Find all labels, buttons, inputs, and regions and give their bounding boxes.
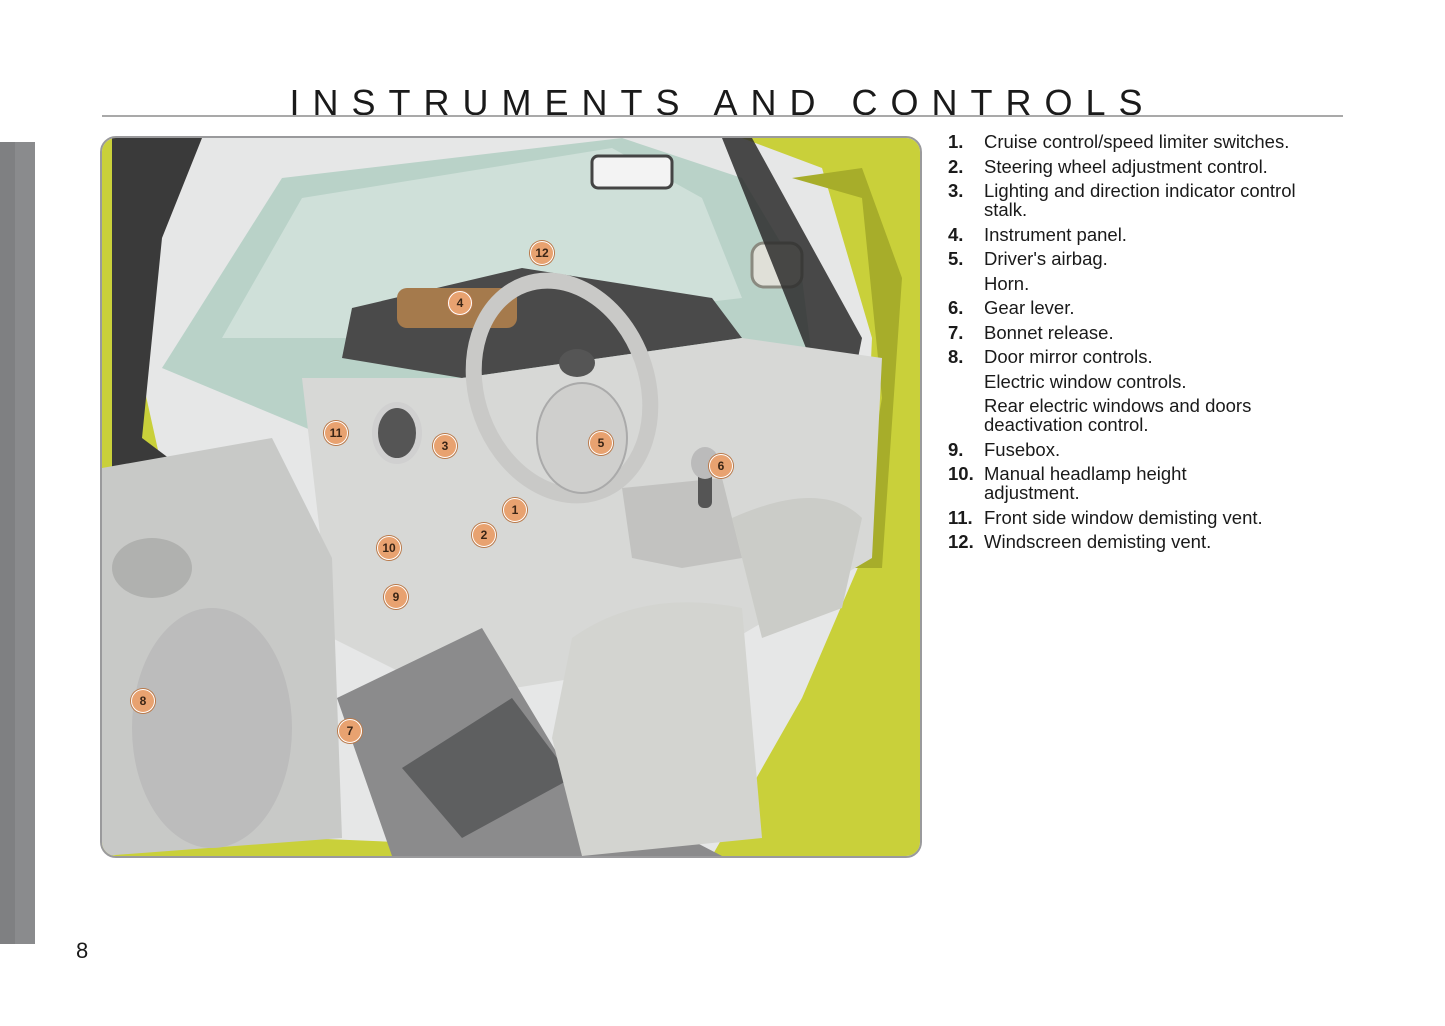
callout-4: 4 bbox=[448, 291, 472, 315]
page-number: 8 bbox=[76, 938, 89, 963]
item-text: Lighting and direction indicator control… bbox=[984, 180, 1296, 220]
item-text: Steering wheel adjustment control. bbox=[984, 155, 1268, 177]
legend-item: 4. Instrument panel. bbox=[948, 225, 1368, 244]
title-divider bbox=[102, 115, 1343, 117]
callout-9: 9 bbox=[384, 585, 408, 609]
controls-legend: 1. Cruise control/speed limiter switches.… bbox=[948, 132, 1368, 557]
item-number: 1. bbox=[948, 131, 964, 152]
callout-5: 5 bbox=[589, 431, 613, 455]
item-text: Driver's airbag. bbox=[984, 248, 1108, 269]
car-interior-illustration: 1 2 3 4 5 6 7 8 9 10 11 12 bbox=[100, 136, 922, 858]
callout-8: 8 bbox=[131, 689, 155, 713]
item-text: Horn. bbox=[984, 272, 1030, 294]
item-text: Bonnet release. bbox=[984, 321, 1114, 343]
callout-10: 10 bbox=[377, 536, 401, 560]
page-title: INSTRUMENTS AND CONTROLS bbox=[289, 82, 1156, 124]
callout-7: 7 bbox=[338, 719, 362, 743]
callout-3: 3 bbox=[433, 434, 457, 458]
interior-drawing bbox=[102, 138, 920, 856]
item-number: 12. bbox=[948, 531, 974, 552]
legend-item: 12. Windscreen demisting vent. bbox=[948, 532, 1368, 551]
legend-item: 1. Cruise control/speed limiter switches. bbox=[948, 132, 1368, 151]
item-text: Windscreen demisting vent. bbox=[984, 531, 1212, 552]
item-number: 2. bbox=[948, 155, 964, 177]
item-number: 8. bbox=[948, 346, 964, 367]
item-text: Instrument panel. bbox=[984, 223, 1127, 245]
legend-item: 10. Manual headlamp height adjustment. bbox=[948, 464, 1368, 502]
callout-12: 12 bbox=[530, 241, 554, 265]
item-text: Front side window demisting vent. bbox=[984, 506, 1263, 528]
legend-item: 8. Door mirror controls. Electric window c… bbox=[948, 347, 1368, 434]
item-text: Manual headlamp height adjustment. bbox=[984, 463, 1187, 503]
item-number: 9. bbox=[948, 438, 964, 460]
legend-item: 11. Front side window demisting vent. bbox=[948, 508, 1368, 527]
item-number: 3. bbox=[948, 180, 964, 201]
legend-item: 6. Gear lever. bbox=[948, 298, 1368, 317]
chapter-side-tab bbox=[0, 142, 35, 944]
item-number: 11. bbox=[948, 506, 973, 528]
legend-item: 3. Lighting and direction indicator contr… bbox=[948, 181, 1368, 219]
item-number: 10. bbox=[948, 463, 974, 484]
item-text: Rear electric windows and doors deactiva… bbox=[984, 395, 1252, 435]
legend-item: 2. Steering wheel adjustment control. bbox=[948, 157, 1368, 176]
callout-1: 1 bbox=[503, 498, 527, 522]
legend-item: 7. Bonnet release. bbox=[948, 323, 1368, 342]
callout-6: 6 bbox=[709, 454, 733, 478]
item-text: Door mirror controls. bbox=[984, 346, 1153, 367]
item-number: 7. bbox=[948, 321, 964, 343]
item-number: 6. bbox=[948, 297, 964, 318]
item-number: 4. bbox=[948, 223, 964, 245]
item-text: Gear lever. bbox=[984, 297, 1075, 318]
legend-item: 5. Driver's airbag. Horn. bbox=[948, 249, 1368, 293]
item-text: Fusebox. bbox=[984, 438, 1061, 460]
callout-11: 11 bbox=[324, 421, 348, 445]
item-text: Cruise control/speed limiter switches. bbox=[984, 131, 1290, 152]
callout-2: 2 bbox=[472, 523, 496, 547]
item-text: Electric window controls. bbox=[984, 370, 1187, 392]
item-number: 5. bbox=[948, 248, 964, 269]
legend-item: 9. Fusebox. bbox=[948, 440, 1368, 459]
